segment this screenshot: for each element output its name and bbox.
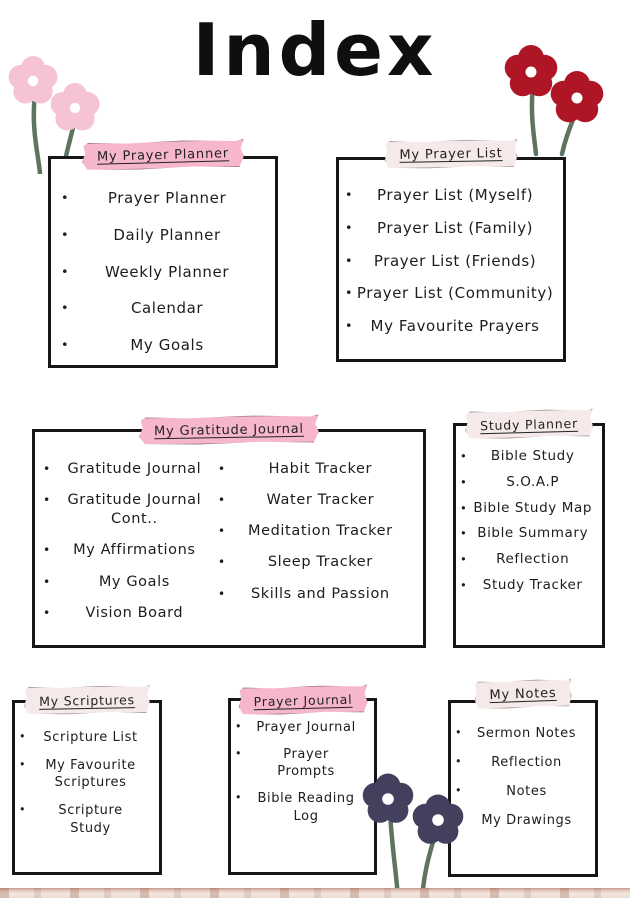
- section-box-study-planner: Study Planner Bible Study S.O.A.P Bible …: [453, 423, 605, 648]
- section-label: My Prayer Planner: [96, 146, 230, 165]
- section-box-my-scriptures: My Scriptures Scripture List My Favourit…: [12, 700, 162, 875]
- section-box-prayer-list: My Prayer List Prayer List (Myself) Pray…: [336, 157, 566, 362]
- gratitude-columns: Gratitude Journal Gratitude Journal Cont…: [43, 460, 415, 635]
- section-tape-my-scriptures[interactable]: My Scriptures: [24, 685, 150, 715]
- section-label: My Prayer List: [399, 146, 503, 163]
- index-list: Prayer List (Myself) Prayer List (Family…: [345, 186, 557, 337]
- index-list: Prayer Planner Daily Planner Weekly Plan…: [61, 189, 265, 356]
- section-tape-prayer-planner[interactable]: My Prayer Planner: [82, 139, 245, 171]
- index-list: Habit Tracker Water Tracker Meditation T…: [218, 460, 415, 635]
- index-item[interactable]: Notes: [455, 783, 591, 800]
- section-label: Study Planner: [479, 415, 579, 434]
- section-tape-prayer-list[interactable]: My Prayer List: [384, 139, 518, 169]
- index-item[interactable]: Bible Reading Log: [235, 790, 370, 824]
- index-item[interactable]: My Favourite Prayers: [345, 317, 557, 337]
- index-item[interactable]: Sermon Notes: [455, 725, 591, 742]
- index-item[interactable]: Prayer List (Friends): [345, 252, 557, 272]
- index-item[interactable]: Gratitude Journal Cont..: [43, 491, 218, 529]
- index-item[interactable]: Reflection: [460, 551, 598, 569]
- index-list: Prayer Journal Prayer Prompts Bible Read…: [235, 719, 370, 825]
- index-list: Scripture List My Favourite Scriptures S…: [19, 729, 155, 837]
- index-item[interactable]: Prayer Journal: [235, 719, 370, 736]
- section-tape-study-planner[interactable]: Study Planner: [465, 408, 594, 439]
- index-item[interactable]: My Affirmations: [43, 541, 218, 560]
- section-tape-gratitude-journal[interactable]: My Gratitude Journal: [139, 414, 319, 445]
- section-box-prayer-journal: Prayer Journal Prayer Journal Prayer Pro…: [228, 698, 377, 875]
- pink-flowers-icon: [8, 56, 100, 174]
- index-item[interactable]: Reflection: [455, 754, 591, 771]
- footer-texture-strip: [0, 888, 630, 898]
- index-item[interactable]: Habit Tracker: [218, 460, 415, 479]
- index-list: Gratitude Journal Gratitude Journal Cont…: [43, 460, 218, 635]
- red-flowers-icon: [504, 45, 604, 157]
- page-title: Index: [192, 8, 438, 92]
- index-item[interactable]: My Favourite Scriptures: [19, 757, 155, 791]
- index-list: Sermon Notes Reflection Notes My Drawing…: [455, 725, 591, 830]
- index-item[interactable]: Vision Board: [43, 604, 218, 623]
- index-item[interactable]: Bible Study Map: [460, 500, 598, 518]
- index-item[interactable]: Water Tracker: [218, 491, 415, 510]
- section-label: Prayer Journal: [252, 691, 353, 710]
- index-item[interactable]: Bible Summary: [460, 525, 598, 543]
- section-tape-my-notes[interactable]: My Notes: [474, 678, 572, 709]
- index-item[interactable]: Daily Planner: [61, 226, 265, 246]
- section-label: My Scriptures: [38, 692, 136, 709]
- index-item[interactable]: Prayer List (Family): [345, 219, 557, 239]
- index-item[interactable]: Scripture List: [19, 729, 155, 746]
- index-list: Bible Study S.O.A.P Bible Study Map Bibl…: [460, 448, 598, 595]
- index-item[interactable]: Bible Study: [460, 448, 598, 466]
- index-item[interactable]: Scripture Study: [19, 802, 155, 836]
- index-item[interactable]: My Drawings: [455, 812, 591, 829]
- index-item[interactable]: Skills and Passion: [218, 585, 415, 604]
- index-item[interactable]: My Goals: [43, 573, 218, 592]
- section-box-prayer-planner: My Prayer Planner Prayer Planner Daily P…: [48, 156, 278, 368]
- index-item[interactable]: Calendar: [61, 299, 265, 319]
- index-item[interactable]: Prayer List (Community): [345, 284, 557, 304]
- section-tape-prayer-journal[interactable]: Prayer Journal: [238, 684, 367, 715]
- index-item[interactable]: Prayer List (Myself): [345, 186, 557, 206]
- section-label: My Notes: [489, 685, 557, 704]
- purple-flowers-icon: [362, 773, 464, 898]
- index-item[interactable]: Meditation Tracker: [218, 522, 415, 541]
- index-item[interactable]: Sleep Tracker: [218, 553, 415, 572]
- index-item[interactable]: Gratitude Journal: [43, 460, 218, 479]
- index-item[interactable]: S.O.A.P: [460, 474, 598, 492]
- section-box-gratitude-journal: My Gratitude Journal Gratitude Journal G…: [32, 429, 426, 648]
- index-item[interactable]: Prayer Prompts: [235, 746, 370, 780]
- index-item[interactable]: Study Tracker: [460, 577, 598, 595]
- index-item[interactable]: Weekly Planner: [61, 263, 265, 283]
- section-label: My Gratitude Journal: [153, 421, 305, 440]
- index-item[interactable]: Prayer Planner: [61, 189, 265, 209]
- section-box-my-notes: My Notes Sermon Notes Reflection Notes M…: [448, 700, 598, 877]
- index-item[interactable]: My Goals: [61, 336, 265, 356]
